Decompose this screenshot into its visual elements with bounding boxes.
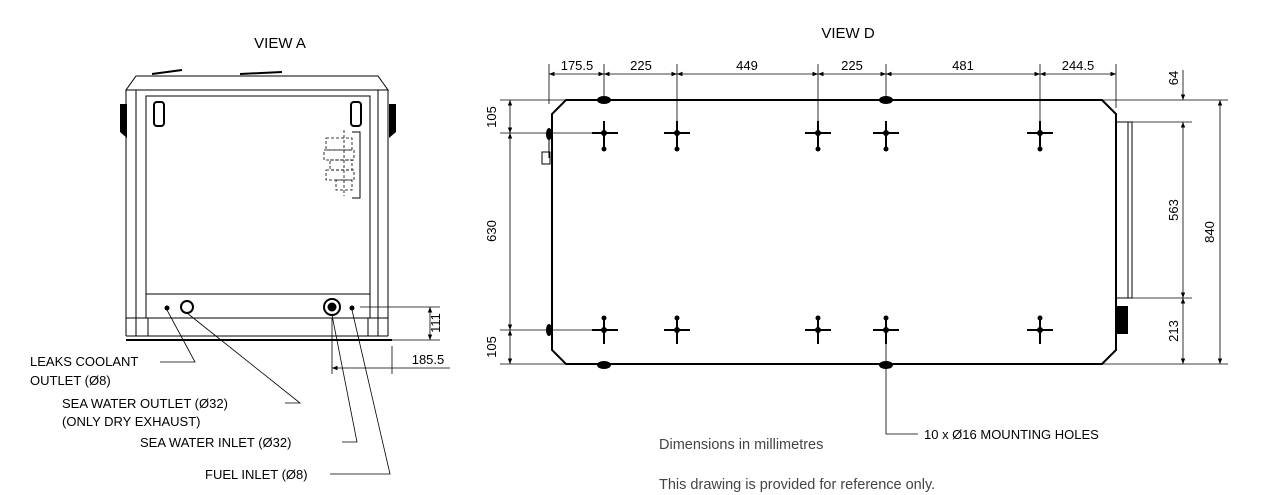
base-plate xyxy=(541,96,1133,369)
callout-sea-water-outlet-line2: (ONLY DRY EXHAUST) xyxy=(62,414,200,429)
top-dim-3: 449 xyxy=(736,58,758,73)
view-a-dimensions: 111 185.5 xyxy=(331,306,450,374)
view-a-title: VIEW A xyxy=(254,35,306,52)
view-a-callouts: LEAKS COOLANT OUTLET (Ø8) SEA WATER OUTL… xyxy=(30,354,308,482)
callout-sea-water-inlet: SEA WATER INLET (Ø32) xyxy=(140,435,291,450)
callout-leaks-coolant-line1: LEAKS COOLANT xyxy=(30,354,138,369)
view-d-title: VIEW D xyxy=(821,25,875,42)
view-a-enclosure xyxy=(120,69,396,341)
callout-leaks-coolant-line2: OUTLET (Ø8) xyxy=(30,373,111,388)
top-dim-1: 175.5 xyxy=(561,58,594,73)
right-dim-top: 64 xyxy=(1166,71,1181,85)
view-a: VIEW A xyxy=(30,35,450,482)
view-a-dim-height: 111 xyxy=(428,313,443,333)
mounting-hole xyxy=(873,121,899,152)
right-dim-middle: 563 xyxy=(1166,199,1181,221)
drawing-notes: Dimensions in millimetres This drawing i… xyxy=(659,437,935,493)
leaks-coolant-outlet-port xyxy=(164,305,170,311)
mounting-hole xyxy=(1027,315,1053,344)
right-dimension-chain: 64 563 213 840 xyxy=(1102,70,1228,365)
left-dim-middle: 630 xyxy=(484,220,499,242)
view-a-ports xyxy=(164,298,355,316)
right-dim-overall: 840 xyxy=(1202,221,1217,243)
callout-fuel-inlet: FUEL INLET (Ø8) xyxy=(205,467,308,482)
fuel-inlet-port xyxy=(349,305,355,311)
view-a-dim-width: 185.5 xyxy=(412,352,445,367)
callout-sea-water-outlet-line1: SEA WATER OUTLET (Ø32) xyxy=(62,396,228,411)
mounting-hole xyxy=(873,315,899,344)
sea-water-inlet-core xyxy=(327,302,337,312)
top-dim-2: 225 xyxy=(630,58,652,73)
units-note: Dimensions in millimetres xyxy=(659,437,823,453)
mounting-hole xyxy=(592,315,618,344)
mounting-holes-callout: 10 x Ø16 MOUNTING HOLES xyxy=(885,344,1099,442)
sea-water-outlet-port xyxy=(180,300,194,314)
mounting-holes-label: 10 x Ø16 MOUNTING HOLES xyxy=(924,427,1099,442)
top-dim-4: 225 xyxy=(841,58,863,73)
view-a-leaders xyxy=(160,309,391,475)
left-dim-bottom: 105 xyxy=(484,336,499,358)
mounting-hole xyxy=(592,121,618,152)
mounting-hole xyxy=(664,121,690,152)
left-dimension-chain: 105 630 105 xyxy=(484,99,592,365)
disclaimer-note: This drawing is provided for reference o… xyxy=(659,477,935,493)
top-dim-6: 244.5 xyxy=(1062,58,1095,73)
mounting-hole xyxy=(664,315,690,344)
top-dim-5: 481 xyxy=(952,58,974,73)
view-d: VIEW D xyxy=(484,25,1228,442)
mounting-hole xyxy=(805,315,831,344)
right-dim-bottom: 213 xyxy=(1166,320,1181,342)
mounting-holes xyxy=(592,121,1053,344)
top-dimension-chain: 175.5 225 449 225 481 244.5 xyxy=(548,58,1117,128)
left-dim-top: 105 xyxy=(484,106,499,128)
